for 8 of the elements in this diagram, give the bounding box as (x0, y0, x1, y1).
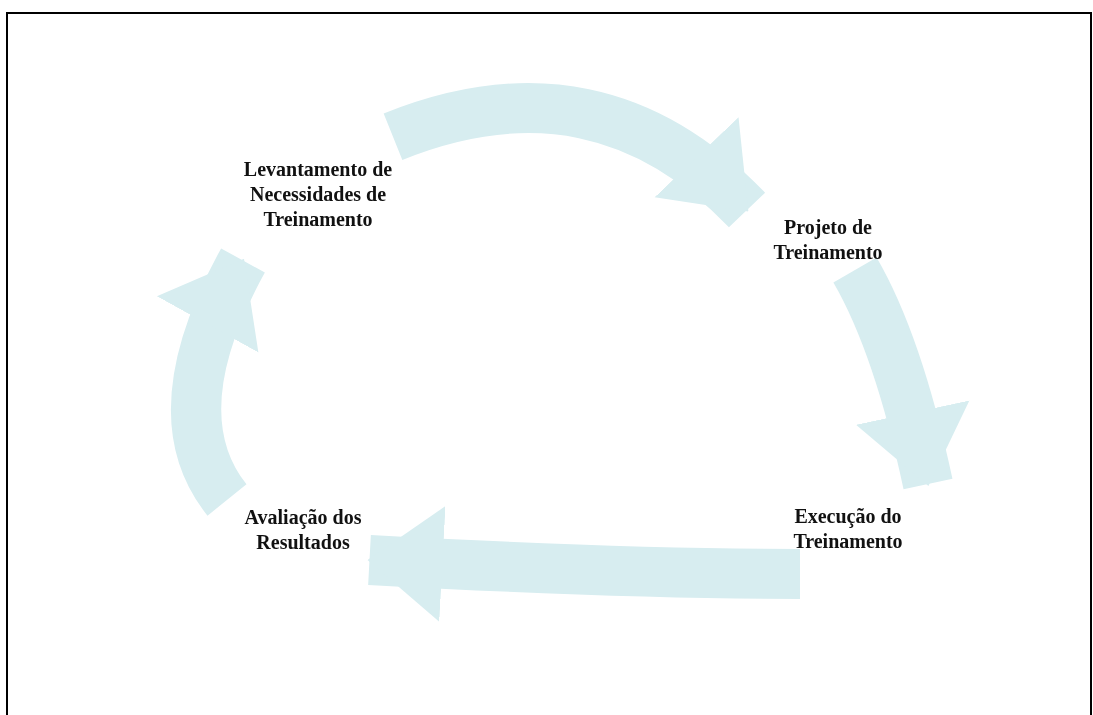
step-label: Avaliação dos Resultados (243, 505, 363, 555)
curved-block-arrow (384, 83, 765, 228)
curved-block-arrow (157, 248, 266, 515)
step-label: Execução do Treinamento (792, 504, 904, 554)
curved-block-arrow (367, 505, 801, 622)
curved-block-arrow (833, 257, 969, 490)
step-label: Levantamento de Necessidades de Treinamento (243, 157, 393, 232)
step-label: Projeto de Treinamento (772, 215, 884, 265)
